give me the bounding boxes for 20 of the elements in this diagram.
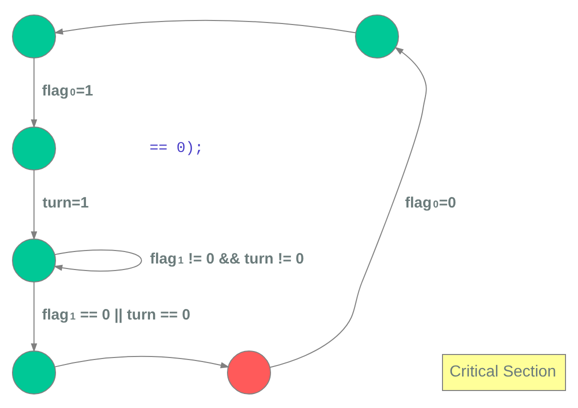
edge-label: flag1 == 0 || turn == 0 — [42, 306, 190, 323]
edge-label: flag0=1 — [42, 82, 94, 99]
node-circle — [227, 350, 271, 394]
node-circle — [12, 126, 56, 170]
arrow — [30, 281, 38, 352]
arrow — [54, 355, 230, 368]
arrow — [53, 249, 142, 271]
edge-label: turn=1 — [42, 194, 89, 211]
edge-label: flag1 != 0 && turn != 0 — [150, 250, 304, 267]
node-circle — [12, 14, 56, 58]
node-box: Critical Section — [442, 354, 566, 390]
arrow — [30, 57, 38, 128]
label: == 0); — [150, 140, 204, 156]
node-circle — [355, 14, 399, 58]
edge-label: flag0=0 — [405, 194, 456, 211]
arrow — [269, 46, 427, 368]
node-circle — [12, 238, 56, 282]
arrow — [30, 169, 38, 240]
arrow — [54, 19, 356, 34]
node-circle — [12, 350, 56, 394]
